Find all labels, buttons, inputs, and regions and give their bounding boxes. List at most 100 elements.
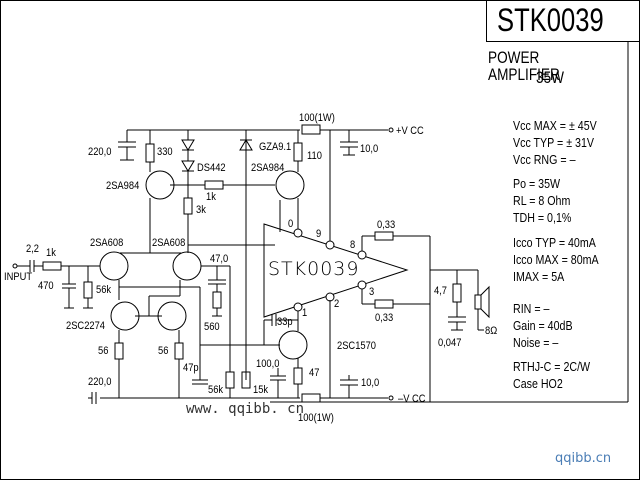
resistor-56-left: [114, 342, 124, 360]
spec-line: Vcc MAX = ± 45V: [513, 118, 597, 133]
zener-gza91: [239, 139, 253, 151]
spec-line: Case HO2: [513, 376, 563, 391]
input-label: INPUT: [4, 271, 33, 283]
c-470-label: 470: [38, 280, 54, 292]
site-watermark: qqibb.cn: [555, 451, 612, 466]
r-56-left-label: 56: [98, 345, 109, 357]
spec-line: Gain = 40dB: [513, 318, 573, 333]
r-56k-fb-label: 56k: [208, 384, 224, 396]
spec-line: TDH = 0,1%: [513, 210, 572, 225]
r-56-right-label: 56: [158, 345, 169, 357]
r-3k-label: 3k: [196, 204, 206, 216]
pin-label: 1: [302, 307, 308, 319]
c-220-bottom-label: 220,0: [88, 376, 112, 388]
resistor-330: [145, 143, 155, 163]
vcc-pos-label: +V CC: [396, 125, 424, 137]
r-100-top-label: 100(1W): [299, 112, 335, 124]
speaker-label: 8Ω: [485, 325, 498, 337]
r-4-7-label: 4,7: [434, 285, 448, 297]
vcc-neg-terminal: [388, 395, 394, 401]
spec-line: IMAX = 5A: [513, 269, 565, 284]
resistor-110: [293, 142, 303, 162]
title-box: [486, 0, 640, 42]
c-33p-label: 33p: [277, 316, 293, 328]
resistor-100-bot: [301, 393, 321, 403]
c-220-top-label: 220,0: [88, 146, 112, 158]
input-terminal: [12, 263, 18, 269]
spec-line: RTHJ-C = 2C/W: [513, 359, 591, 374]
q-2sa984-right-label: 2SA984: [251, 162, 285, 174]
watermark: www. qqibb. cn: [186, 401, 305, 417]
resistor-56k-fb: [225, 371, 235, 389]
resistor-033-bot: [374, 299, 394, 309]
spec-line: RIN = –: [513, 301, 550, 316]
z-gza91-label: GZA9.1: [259, 141, 292, 153]
transistor-2sa984-left: [145, 170, 175, 200]
r-110-label: 110: [307, 150, 322, 162]
q-2sa984-left-label: 2SA984: [106, 180, 140, 192]
pin-label: 0: [288, 218, 294, 230]
r-in-label: 1k: [46, 247, 56, 259]
c-47-label: 47,0: [210, 253, 229, 265]
pin-label: 3: [369, 286, 375, 298]
resistor-1k-in: [42, 261, 62, 271]
r-47-label: 47: [309, 367, 320, 379]
r-56k-in-label: 56k: [96, 284, 112, 296]
resistor-560: [212, 291, 222, 309]
r-330-label: 330: [157, 146, 173, 158]
c-100-label: 100,0: [256, 358, 280, 370]
q-2sa608-left-label: 2SA608: [90, 237, 124, 249]
resistor-15k: [241, 371, 251, 389]
transistor-2sa984-right: [275, 170, 305, 200]
spec-line: Icco TYP = 40mA: [513, 235, 596, 250]
resistor-100-top: [301, 124, 321, 135]
resistor-1k-bias: [204, 180, 224, 190]
transistor-2sa608-left: [99, 251, 129, 281]
spec-line: Vcc TYP = ± 31V: [513, 135, 595, 150]
r-100-bot-label: 100(1W): [298, 412, 334, 424]
spec-line: Icco MAX = 80mA: [513, 252, 599, 267]
c-10-top-label: 10,0: [360, 143, 379, 155]
pin-label: 8: [350, 239, 356, 251]
q-2sc2274-label: 2SC2274: [66, 320, 105, 332]
resistor-47: [293, 367, 303, 385]
resistor-56-right: [174, 342, 184, 360]
part-number-title: STK0039: [497, 2, 604, 38]
transistor-2sc2274-left: [110, 301, 140, 331]
vcc-neg-label: –V CC: [398, 393, 426, 405]
spec-line: Noise = –: [513, 335, 559, 350]
pin-label: 2: [334, 298, 340, 310]
c-10-bot-label: 10,0: [361, 377, 380, 389]
r-560-label: 560: [204, 321, 220, 333]
c-47p-label: 47p: [183, 362, 199, 374]
transistor-2sa608-right: [172, 251, 202, 281]
pin-label: 9: [316, 228, 322, 240]
spec-line: Vcc RNG = –: [513, 152, 576, 167]
r-1k-bias-label: 1k: [206, 191, 216, 203]
resistor-3k: [183, 197, 193, 215]
speaker-icon: [474, 294, 482, 310]
chip-label: STK0039: [268, 258, 360, 280]
transistor-2sc2274-right: [157, 301, 187, 331]
d-ds442-label: DS442: [197, 162, 226, 174]
resistor-033-top: [374, 231, 394, 241]
spec-line: Po = 35W: [513, 176, 561, 191]
diode-ds442: [181, 160, 195, 172]
c-in-label: 2,2: [26, 243, 40, 255]
r-15k-label: 15k: [253, 384, 269, 396]
spec-line: RL = 8 Ohm: [513, 193, 571, 208]
chip-stk0039: [263, 223, 409, 318]
q-2sa608-right-label: 2SA608: [152, 237, 186, 249]
c-0-047-label: 0,047: [438, 337, 462, 349]
diode-1: [181, 139, 195, 151]
resistor-4-7: [452, 283, 462, 303]
r-033-bot-label: 0,33: [375, 312, 394, 324]
power-rating: 35W: [536, 68, 564, 87]
r-033-top-label: 0,33: [377, 219, 396, 231]
transistor-2sc1570: [278, 330, 308, 360]
resistor-56k-in: [83, 281, 93, 299]
vcc-pos-terminal: [388, 127, 394, 133]
q-2sc1570-label: 2SC1570: [337, 340, 376, 352]
description: POWER AMPLIFIER: [488, 48, 560, 84]
